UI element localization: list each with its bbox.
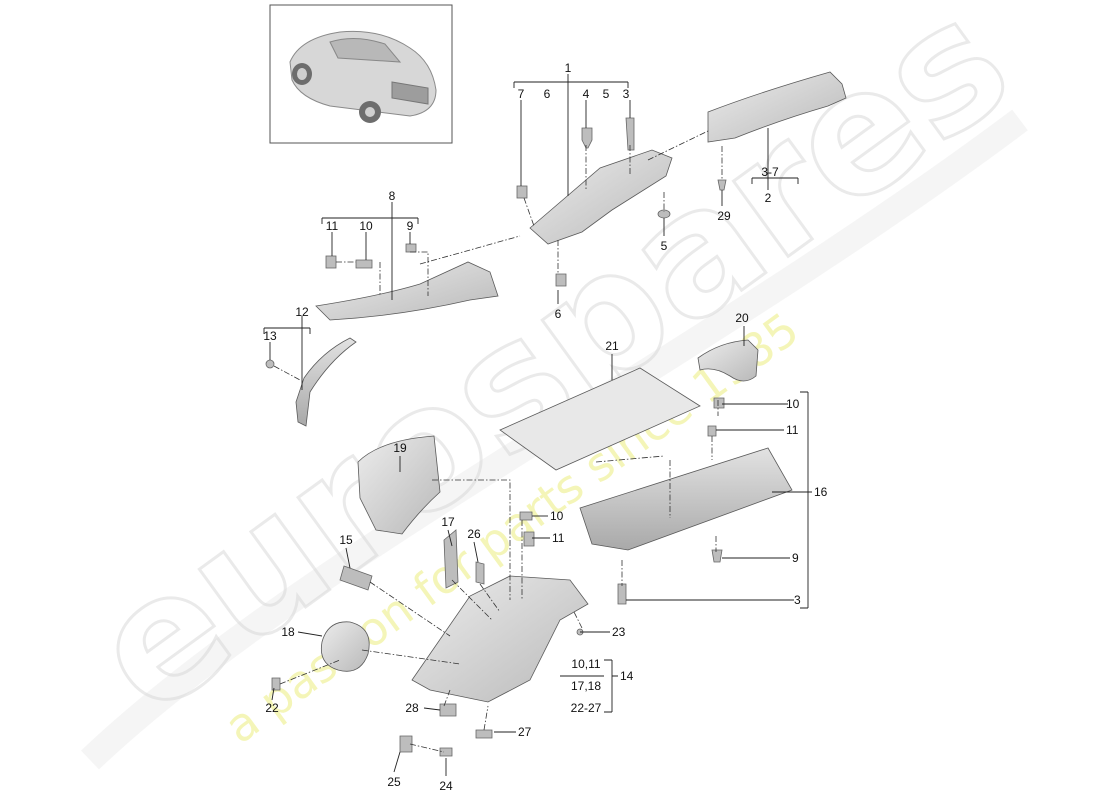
callout-10a: 10 — [359, 219, 373, 233]
callout-14-line3: 22-27 — [571, 701, 602, 715]
callout-6a: 6 — [544, 87, 551, 101]
part-8-side-trim — [315, 261, 499, 321]
part-2-rear-trim — [707, 71, 847, 143]
callout-15: 15 — [339, 533, 353, 547]
callout-14-line1: 10,11 — [571, 657, 600, 671]
callout-26: 26 — [467, 527, 481, 541]
callout-18: 18 — [281, 625, 295, 639]
callout-3a: 3 — [623, 87, 630, 101]
small-clips — [265, 117, 727, 757]
callout-19: 19 — [393, 441, 407, 455]
car-inset — [269, 4, 453, 144]
watermark-brand: eurospares — [58, 0, 1044, 753]
part-14-shelf — [411, 575, 589, 703]
callout-14-line2: 17,18 — [571, 679, 601, 693]
callout-6b: 6 — [555, 307, 562, 321]
callout-10c: 10 — [550, 509, 564, 523]
callout-21: 21 — [605, 339, 619, 353]
callout-17: 17 — [441, 515, 455, 529]
callout-24: 24 — [439, 779, 453, 793]
callout-11c: 11 — [552, 531, 565, 545]
parts — [265, 71, 847, 757]
callout-7: 7 — [518, 87, 525, 101]
callout-9a: 9 — [407, 219, 414, 233]
callout-13: 13 — [263, 329, 277, 343]
callout-10b: 10 — [786, 397, 800, 411]
callout-5a: 5 — [603, 87, 610, 101]
callout-29: 29 — [717, 209, 731, 223]
callout-11a: 11 — [326, 219, 339, 233]
callout-8: 8 — [389, 189, 396, 203]
callout-22: 22 — [265, 701, 279, 715]
callout-4: 4 — [583, 87, 590, 101]
part-19-cover — [357, 435, 441, 535]
callout-20: 20 — [735, 311, 749, 325]
callouts: 1 7 6 4 5 3 3-7 2 29 5 6 8 11 10 9 12 13… — [263, 61, 827, 793]
callout-3-7: 3-7 — [761, 165, 779, 179]
callout-9b: 9 — [792, 551, 799, 565]
callout-16: 16 — [814, 485, 828, 499]
callout-1: 1 — [565, 61, 572, 75]
leader-lines — [263, 74, 812, 776]
callout-23: 23 — [612, 625, 626, 639]
part-20-trim — [697, 339, 759, 382]
callout-2: 2 — [765, 191, 772, 205]
part-1-pillar-trim — [529, 149, 673, 245]
part-12-strip — [295, 337, 357, 427]
callout-28: 28 — [405, 701, 419, 715]
callout-27: 27 — [518, 725, 532, 739]
callout-3b: 3 — [794, 593, 801, 607]
callout-14: 14 — [620, 669, 634, 683]
part-21-panel — [499, 367, 701, 471]
car-thumbnail-icon — [289, 30, 437, 123]
part-16-tray — [579, 447, 793, 551]
callout-12: 12 — [295, 305, 309, 319]
callout-11b: 11 — [786, 423, 799, 437]
part-18-ring — [320, 621, 370, 672]
watermark: eurospares a passion for parts since 198… — [56, 0, 1045, 770]
callout-25: 25 — [387, 775, 401, 789]
callout-5b: 5 — [661, 239, 668, 253]
assembly-lines — [273, 129, 723, 753]
